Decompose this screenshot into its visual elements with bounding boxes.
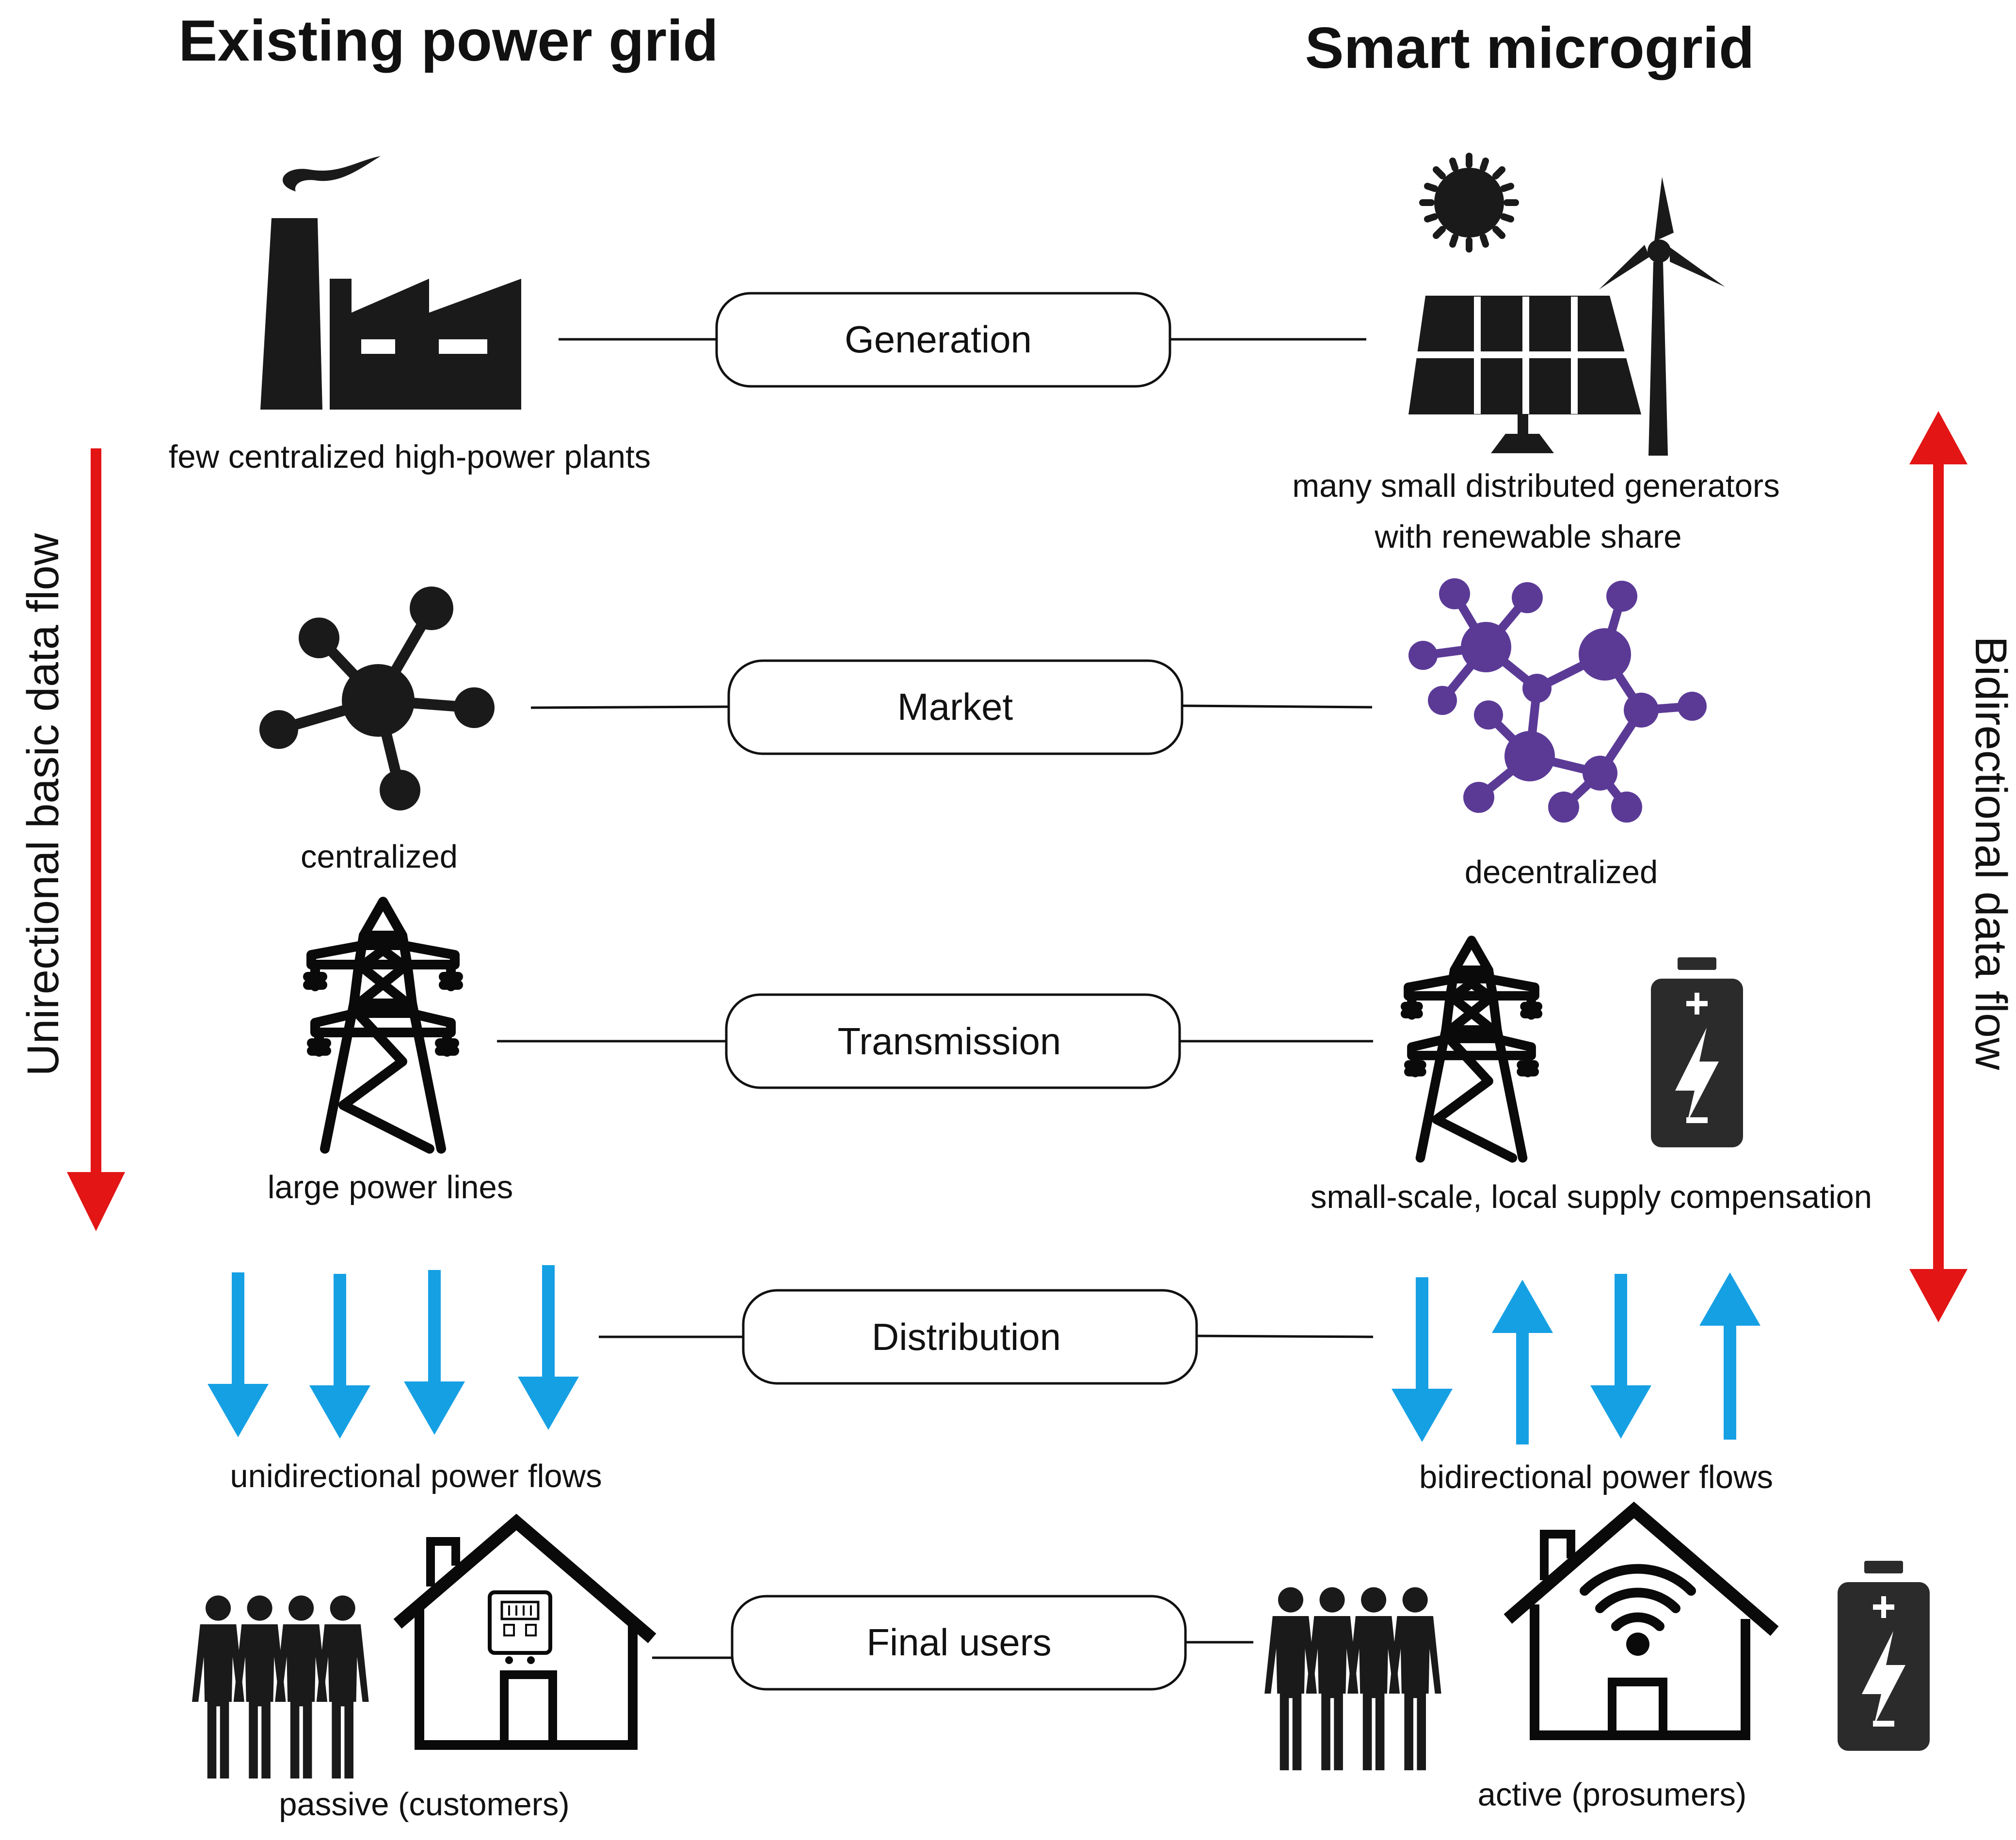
distribution-label: Distribution [872, 1316, 1061, 1358]
market-label: Market [897, 685, 1013, 728]
factory-icon [260, 156, 521, 410]
wind-turbine-icon [1599, 177, 1725, 456]
people-group-icon [1264, 1587, 1441, 1771]
unidirectional-power-flow-arrows [208, 1265, 579, 1439]
centralized-network-icon [259, 587, 495, 810]
market-right-connector [1182, 704, 1373, 709]
house-wifi-icon [1504, 1501, 1779, 1740]
market-right-caption: decentralized [1465, 854, 1658, 890]
generation-right-caption-line1: many small distributed generators [1292, 468, 1779, 504]
generation-right-caption-line2: with renewable share [1374, 519, 1681, 555]
left-data-flow-label: Unirectional basic data flow [18, 533, 68, 1076]
generation-left-caption: few centralized high-power plants [169, 439, 651, 475]
transmission-left-caption: large power lines [268, 1169, 513, 1206]
distribution-left-caption: unidirectional power flows [230, 1458, 602, 1494]
transmission-tower-icon [308, 902, 458, 1149]
battery-icon [1651, 957, 1743, 1147]
left-column-title: Existing power grid [178, 8, 718, 73]
transmission-label: Transmission [838, 1020, 1061, 1063]
distribution-right-connector [1196, 1334, 1374, 1338]
final-users-label: Final users [866, 1621, 1051, 1664]
right-column-title: Smart microgrid [1305, 16, 1755, 80]
generation-label: Generation [845, 318, 1032, 361]
transmission-right-caption: small-scale, local supply compensation [1311, 1179, 1872, 1215]
house-meter-icon [393, 1513, 656, 1750]
bidirectional-power-flow-arrows [1392, 1272, 1760, 1444]
market-left-connector [530, 705, 729, 709]
final-users-right-caption: active (prosumers) [1478, 1777, 1747, 1813]
distribution-right-caption: bidirectional power flows [1419, 1459, 1773, 1495]
solar-panel-icon [1408, 296, 1641, 453]
transmission-tower-icon [1406, 940, 1538, 1158]
right-data-flow-label: Bidirectional data flow [1966, 636, 2016, 1070]
market-left-caption: centralized [301, 839, 458, 875]
bidirectional-data-flow-arrow [1909, 411, 1968, 1322]
decentralized-network-icon [1408, 578, 1707, 823]
battery-icon [1838, 1561, 1930, 1751]
unidirectional-data-flow-arrow [67, 448, 125, 1231]
sun-icon [1419, 153, 1519, 253]
final-users-left-caption: passive (customers) [279, 1786, 569, 1823]
market-box [727, 659, 1184, 755]
people-group-icon [192, 1595, 369, 1779]
